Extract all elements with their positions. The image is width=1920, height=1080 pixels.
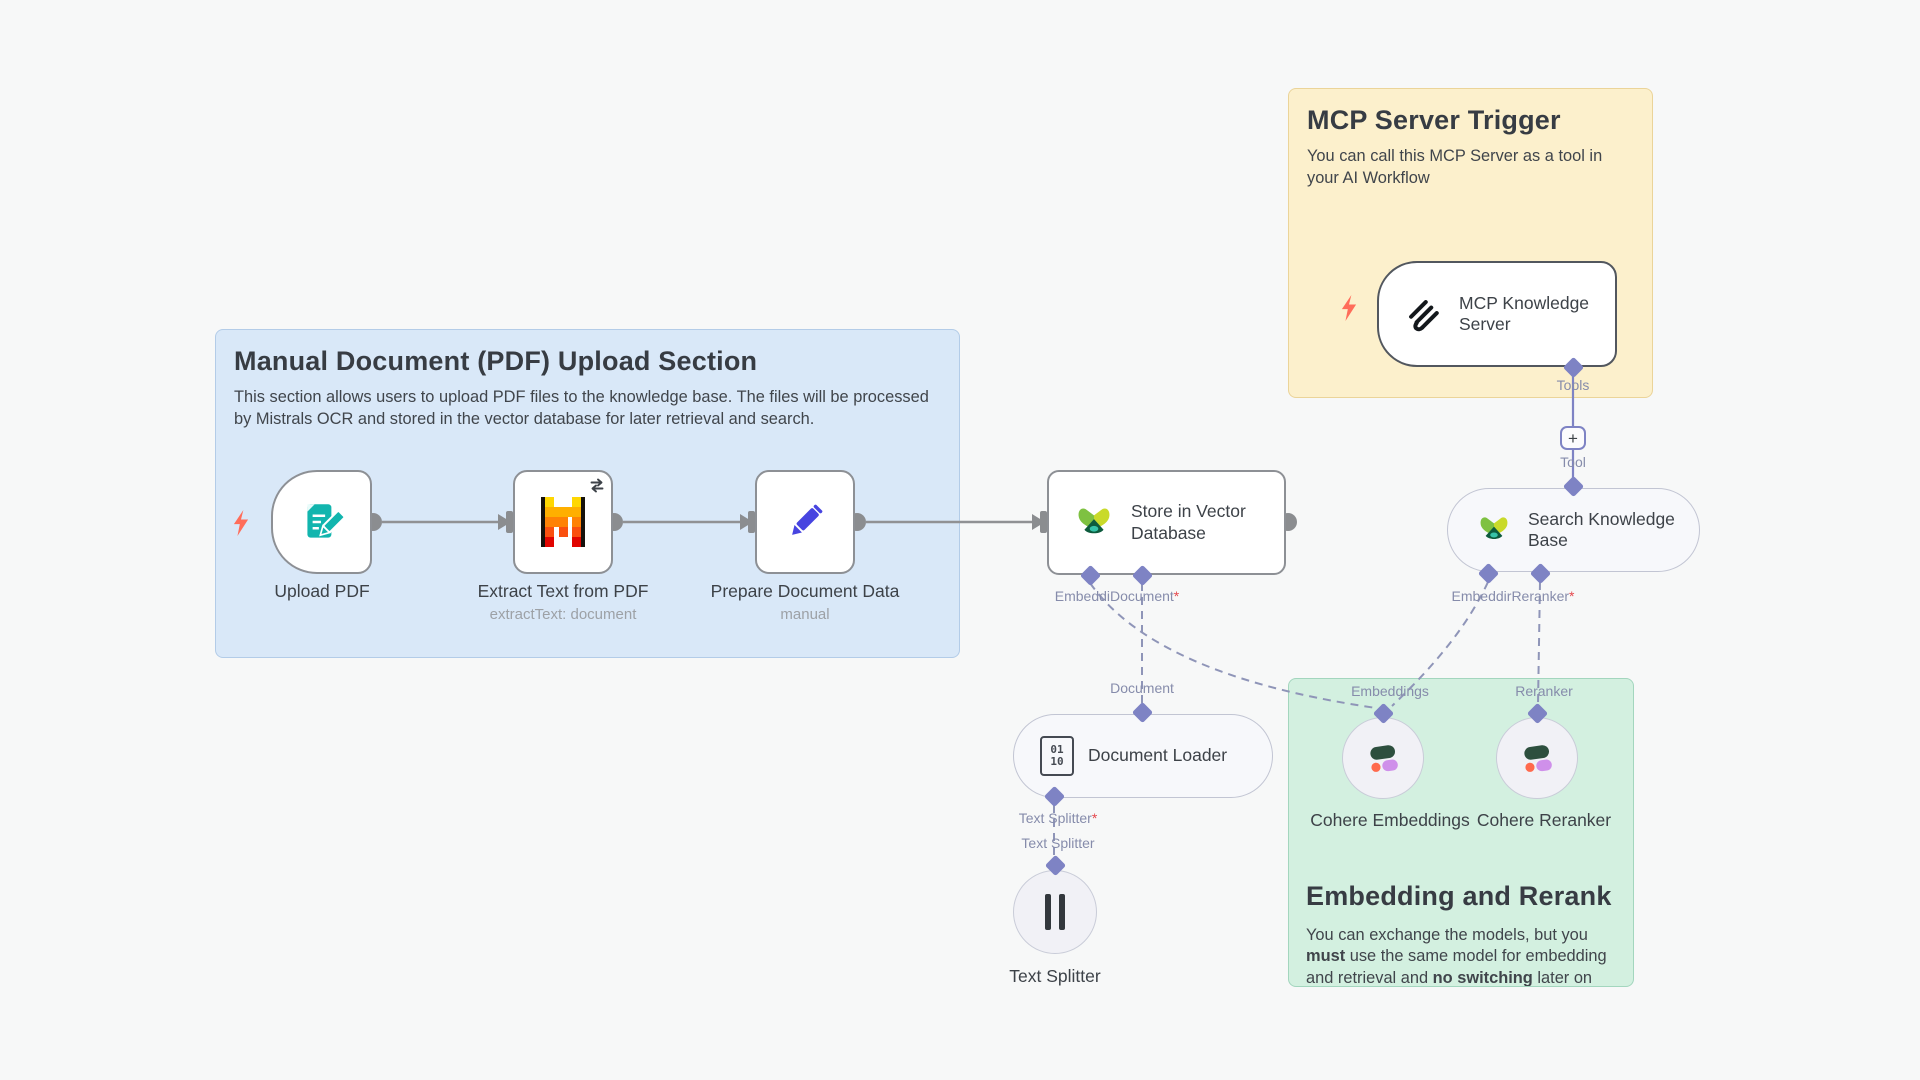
- sticky-body: This section allows users to upload PDF …: [234, 388, 929, 428]
- sticky-note-embedding-rerank[interactable]: Embedding and Rerank You can exchange th…: [1288, 678, 1634, 987]
- node-label-prepare-data: Prepare Document Data: [710, 581, 900, 601]
- node-extract-text-from-pdf[interactable]: [513, 470, 613, 574]
- node-text-splitter[interactable]: [1013, 870, 1097, 954]
- label-document: Document: [1110, 680, 1174, 696]
- sticky-title: MCP Server Trigger: [1307, 105, 1561, 135]
- required-asterisk: *: [1569, 588, 1575, 604]
- binary-digits: 10: [1050, 755, 1064, 768]
- cohere-logo-icon: [1370, 745, 1398, 772]
- node-cohere-reranker[interactable]: [1496, 717, 1578, 799]
- label-tools: Tools: [1556, 377, 1590, 393]
- node-document-loader[interactable]: 01 10 Document Loader: [1013, 714, 1273, 798]
- node-label-cohere-reranker: Cohere Reranker: [1476, 810, 1612, 830]
- label-embeddings: Embeddings: [1351, 683, 1429, 699]
- node-sublabel-prepare-data: manual: [780, 606, 830, 623]
- sticky-body: You can exchange the models, but you mus…: [1306, 926, 1607, 987]
- edit-pencil-icon: [792, 504, 823, 535]
- weaviate-logo-icon: [1078, 507, 1110, 533]
- node-label-extract-text: Extract Text from PDF: [477, 581, 649, 601]
- loop-repeat-icon: [590, 478, 604, 493]
- mistral-logo-icon: [541, 497, 585, 547]
- node-prepare-document-data[interactable]: [755, 470, 855, 574]
- node-label-upload-pdf: Upload PDF: [274, 581, 370, 601]
- label-splitter-connection: Text Splitter: [1021, 835, 1095, 851]
- label-tool: Tool: [1560, 454, 1586, 470]
- node-search-knowledge-base[interactable]: Search Knowledge Base: [1447, 488, 1700, 572]
- node-label-mcp-server: MCP Knowledge Server: [1459, 292, 1590, 334]
- binary-digits: 01: [1050, 743, 1064, 757]
- add-node-button[interactable]: +: [1560, 426, 1586, 450]
- weaviate-logo-icon: [1480, 517, 1508, 539]
- node-label-document-loader: Document Loader: [1088, 745, 1228, 766]
- execute-trigger-lightning-icon[interactable]: [1338, 295, 1360, 321]
- node-upload-pdf[interactable]: [271, 470, 372, 574]
- execute-trigger-lightning-icon[interactable]: [230, 510, 252, 536]
- split-bars-icon: [1045, 894, 1065, 930]
- node-store-in-vector-database[interactable]: Store in Vector Database: [1047, 470, 1286, 575]
- node-label-search-kb: Search Knowledge Base: [1528, 508, 1675, 550]
- label-reranker: Reranker: [1515, 683, 1573, 699]
- label-store-inputs: EmbeddiDocument*: [1054, 588, 1180, 604]
- required-asterisk: *: [1173, 588, 1180, 604]
- label-docloader-input: Text Splitter*: [1018, 810, 1098, 826]
- form-pencil-icon: [306, 504, 345, 538]
- label-search-inputs: EmbeddirReranker*: [1451, 588, 1575, 604]
- required-asterisk: *: [1091, 810, 1098, 826]
- plus-icon: +: [1568, 428, 1578, 448]
- arrowhead: [1032, 514, 1045, 530]
- cohere-logo-icon: [1524, 745, 1552, 772]
- node-label-store-vector: Store in Vector Database: [1131, 501, 1246, 543]
- sticky-body: You can call this MCP Server as a tool i…: [1307, 147, 1603, 187]
- node-cohere-embeddings[interactable]: [1342, 717, 1424, 799]
- node-sublabel-extract-text: extractText: document: [489, 606, 637, 623]
- node-mcp-knowledge-server[interactable]: MCP Knowledge Server: [1377, 261, 1617, 367]
- input-port-store-vector[interactable]: [1040, 511, 1047, 533]
- mcp-logo-icon: [1409, 300, 1439, 332]
- sticky-title: Manual Document (PDF) Upload Section: [234, 346, 758, 376]
- node-label-text-splitter: Text Splitter: [1009, 966, 1101, 986]
- node-label-cohere-embeddings: Cohere Embeddings: [1310, 810, 1470, 830]
- binary-file-icon: 01 10: [1040, 736, 1074, 776]
- sticky-title: Embedding and Rerank: [1306, 881, 1612, 911]
